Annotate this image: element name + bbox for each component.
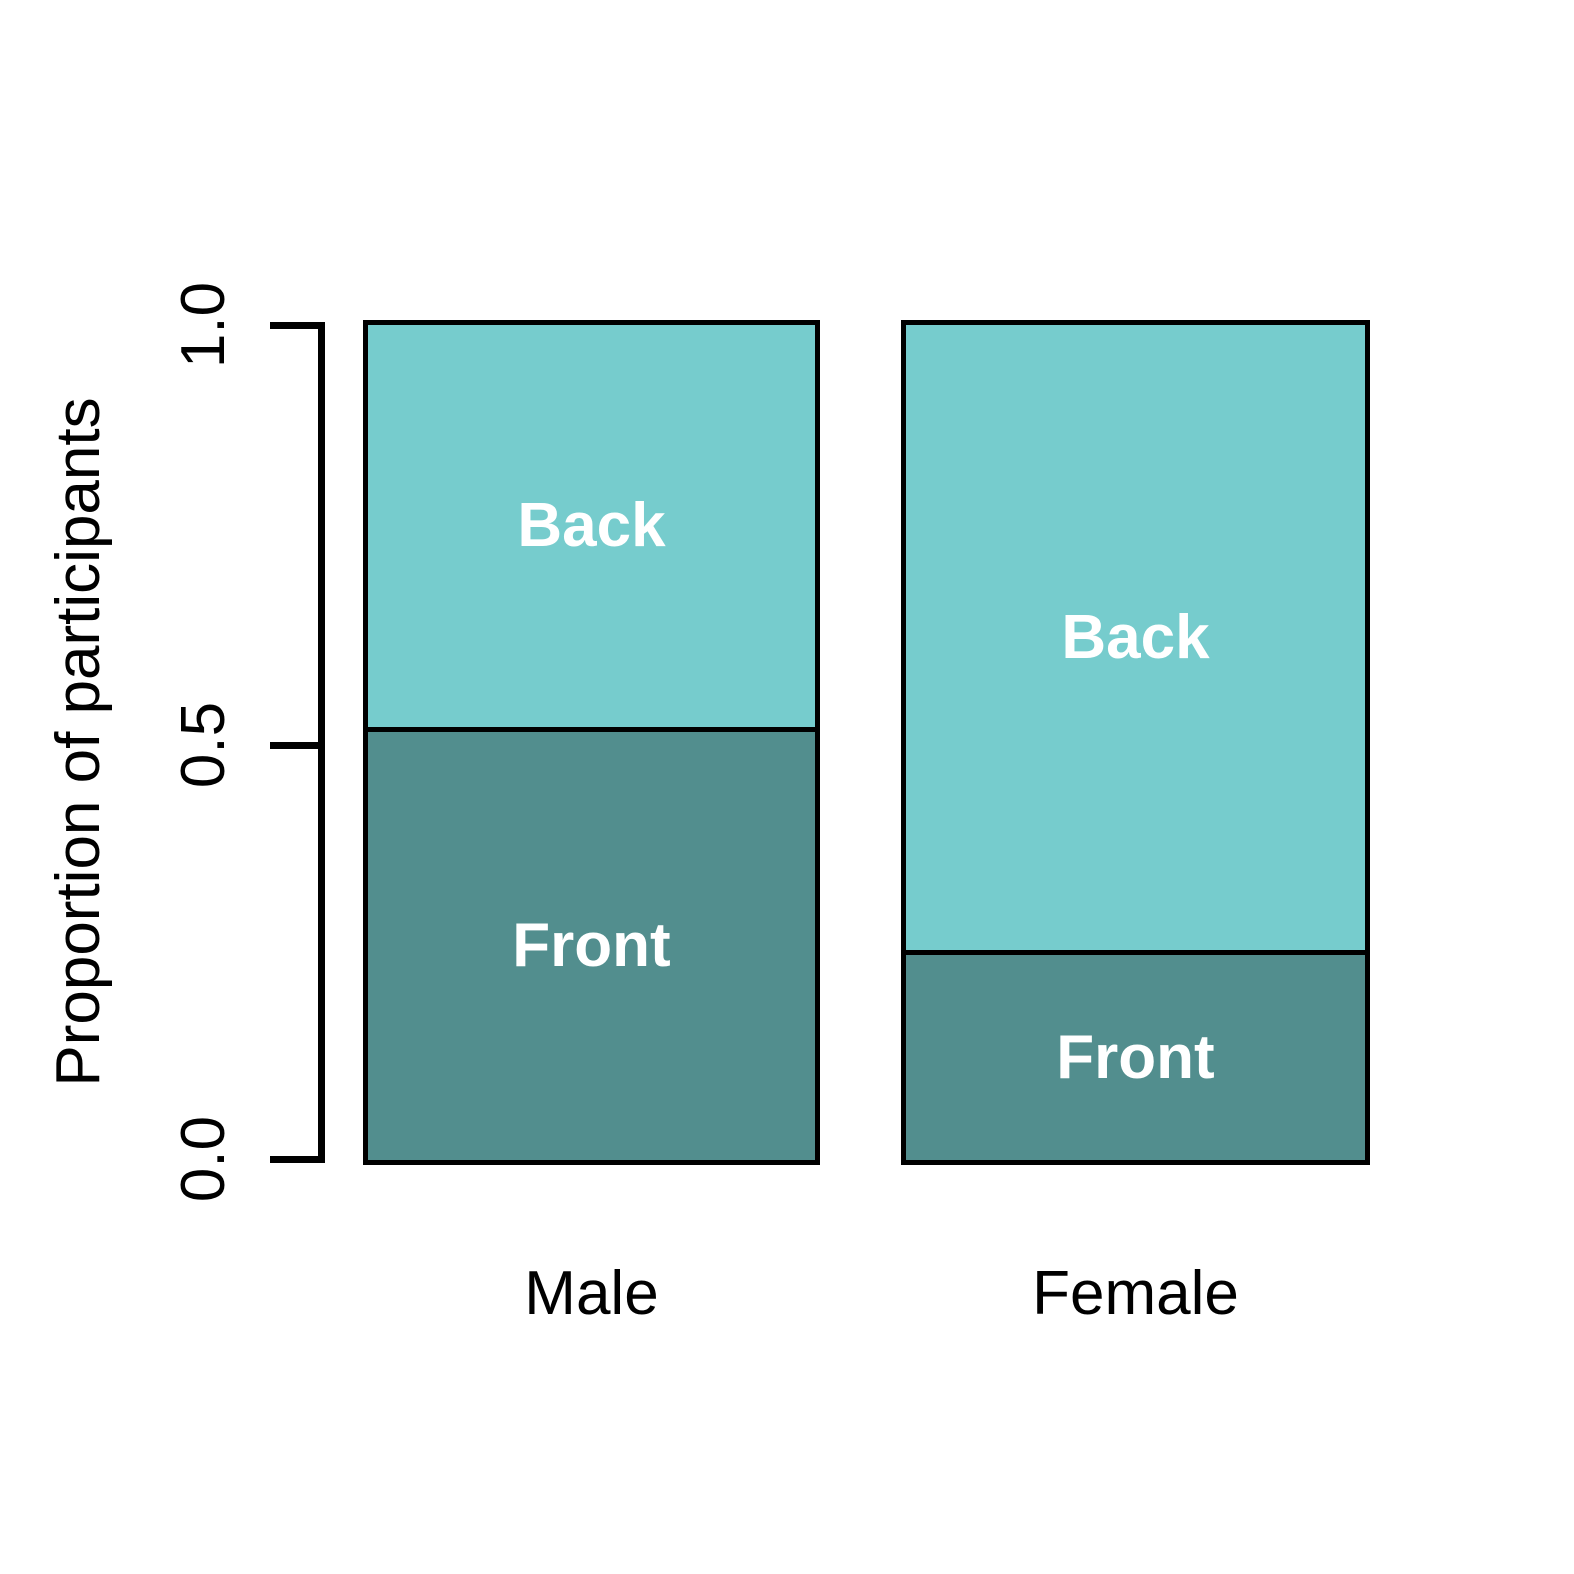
bar-male-segment-back-label: Back: [517, 491, 666, 560]
y-tick-label-0.0: 0.0: [168, 1115, 238, 1203]
y-tick-0.0: [270, 1156, 325, 1163]
x-axis-label-male: Male: [524, 1258, 659, 1328]
y-tick-label-1.0: 1.0: [168, 281, 238, 369]
bar-male[interactable]: Back Front: [363, 320, 820, 1165]
x-axis-label-female: Female: [1032, 1258, 1239, 1328]
bar-female-segment-front-label: Front: [1056, 1022, 1215, 1092]
bar-female-segment-back-label: Back: [1061, 602, 1210, 672]
y-tick-label-0.5: 0.5: [168, 701, 238, 789]
bar-female[interactable]: Back Front: [901, 320, 1370, 1165]
bar-male-segment-front[interactable]: Front: [368, 732, 815, 1160]
bar-male-segment-back[interactable]: Back: [368, 325, 815, 732]
bar-female-segment-back[interactable]: Back: [906, 325, 1365, 955]
y-tick-1.0: [270, 322, 325, 329]
y-tick-0.5: [270, 742, 325, 749]
y-axis-title: Proportion of participants: [43, 397, 113, 1087]
bar-male-segment-front-label: Front: [512, 911, 671, 980]
bar-female-segment-front[interactable]: Front: [906, 955, 1365, 1160]
